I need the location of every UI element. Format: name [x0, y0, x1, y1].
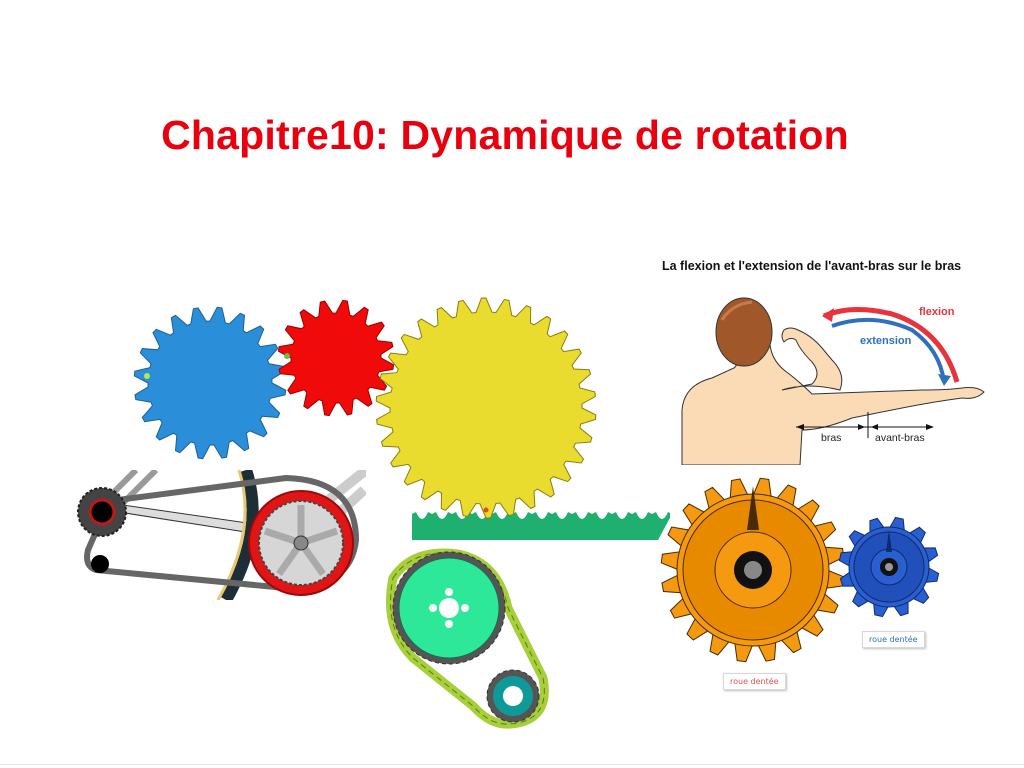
flexion-label: flexion: [919, 306, 955, 318]
arm-diagram-caption: La flexion et l'extension de l'avant-bra…: [662, 259, 962, 273]
bike-drivetrain-illustration: [77, 470, 366, 600]
upper-arm-label: bras: [821, 432, 842, 444]
blue-gear-icon: [133, 306, 287, 460]
forearm-label: avant-bras: [875, 432, 925, 444]
chain-sprockets-illustration: [386, 548, 549, 729]
arm-flexion-diagram: [681, 297, 985, 465]
colored-gears-illustration: [133, 297, 670, 540]
red-gear-icon: [277, 299, 395, 417]
yellow-gear-icon: [375, 297, 597, 519]
slide-bottom-border: [0, 764, 1024, 765]
extension-label: extension: [860, 335, 912, 347]
blue-wheel-label: roue dentée: [862, 631, 925, 648]
toothed-wheels-illustration: [660, 477, 940, 663]
blue-toothed-wheel-icon: [838, 516, 940, 618]
slide-title: Chapitre10: Dynamique de rotation: [161, 112, 849, 158]
orange-toothed-wheel-icon: [660, 477, 846, 663]
orange-wheel-label: roue dentée: [723, 673, 786, 690]
gear-rack-icon: [412, 512, 670, 540]
